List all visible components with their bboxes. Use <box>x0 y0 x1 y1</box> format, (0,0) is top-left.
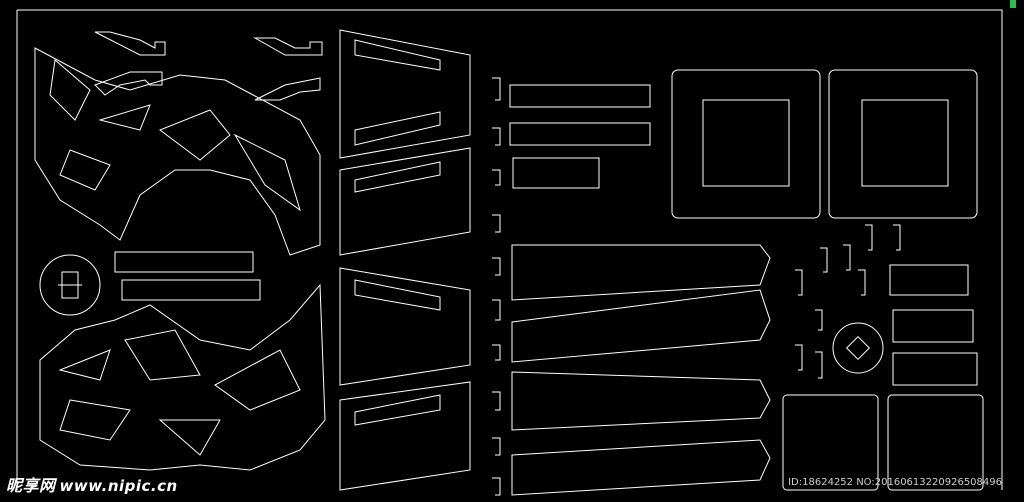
square-frame <box>828 69 978 219</box>
hook-piece <box>94 31 166 56</box>
clip <box>492 257 501 276</box>
round-disc <box>832 322 884 374</box>
truss-piece <box>339 29 471 159</box>
clip <box>843 244 851 271</box>
clip <box>815 351 823 379</box>
clip <box>858 269 866 296</box>
round-disc <box>39 254 101 316</box>
clip <box>795 269 803 296</box>
clip <box>893 224 901 251</box>
clip <box>492 169 501 186</box>
frame-border <box>17 9 1003 490</box>
s-track-piece-bottom <box>39 283 326 471</box>
image-id-text: ID:18624252 NO:20160613220926508496 <box>788 477 1002 488</box>
square-frame-small <box>887 394 984 491</box>
clip <box>492 344 501 361</box>
truss-piece <box>339 147 471 256</box>
slot-block <box>892 352 978 386</box>
square-frame <box>671 69 821 219</box>
slot-strip <box>509 84 651 108</box>
clip <box>492 299 501 321</box>
hook-piece <box>254 77 321 101</box>
slot-strip <box>114 251 254 273</box>
clip <box>865 224 873 251</box>
truss-beam <box>511 439 771 496</box>
square-frame-small <box>782 394 879 491</box>
clip <box>492 214 501 233</box>
truss-beam <box>511 289 771 363</box>
clip <box>795 344 803 371</box>
slot-strip <box>509 122 651 146</box>
slot-strip <box>121 279 261 301</box>
clip <box>492 77 501 101</box>
truss-beam <box>511 244 771 301</box>
slot-block <box>892 309 974 343</box>
truss-piece <box>339 381 471 491</box>
clip <box>492 437 501 456</box>
clip <box>815 309 823 331</box>
truss-beam <box>511 371 771 431</box>
s-track-piece-top <box>34 47 321 256</box>
clip <box>492 477 501 496</box>
watermark-site: www.nipic.cn <box>59 477 178 495</box>
accent-mark <box>1010 0 1016 8</box>
hook-piece <box>94 71 163 96</box>
slot-strip <box>512 157 600 189</box>
clip <box>492 127 501 146</box>
hook-piece <box>253 37 323 56</box>
truss-piece <box>339 267 471 386</box>
watermark-brand: 昵享网 <box>6 476 56 495</box>
clip <box>820 247 828 273</box>
clip <box>492 391 501 411</box>
slot-block <box>889 264 969 296</box>
